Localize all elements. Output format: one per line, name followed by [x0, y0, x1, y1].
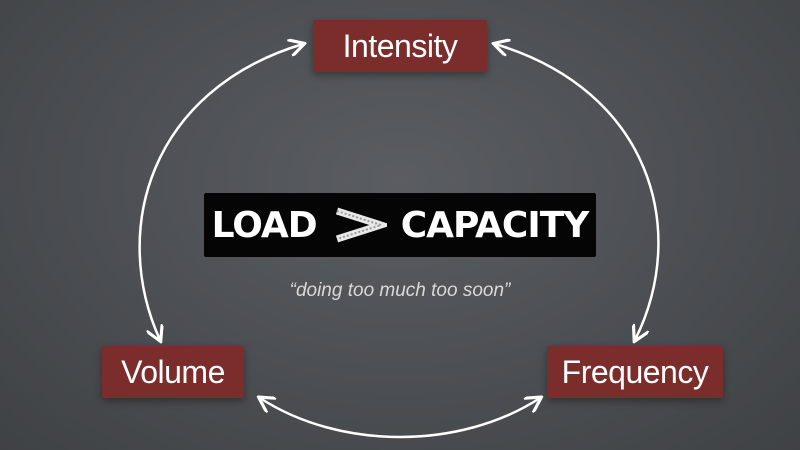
- node-intensity: Intensity: [313, 20, 487, 72]
- load-capacity-formula: LOAD CAPACITY: [204, 193, 596, 257]
- tagline: “doing too much too soon”: [289, 280, 511, 301]
- node-intensity-label: Intensity: [342, 27, 458, 64]
- greater-than-symbol: [335, 207, 387, 243]
- node-volume-label: Volume: [121, 353, 225, 390]
- arrow-intensity-volume: [138, 44, 303, 340]
- node-frequency: Frequency: [547, 346, 723, 398]
- node-frequency-label: Frequency: [561, 353, 709, 390]
- arrow-volume-frequency: [260, 398, 540, 439]
- formula-right-term: CAPACITY: [400, 204, 590, 246]
- arrow-intensity-frequency: [495, 44, 660, 340]
- node-volume: Volume: [102, 346, 244, 398]
- formula-left-term: LOAD: [211, 204, 318, 246]
